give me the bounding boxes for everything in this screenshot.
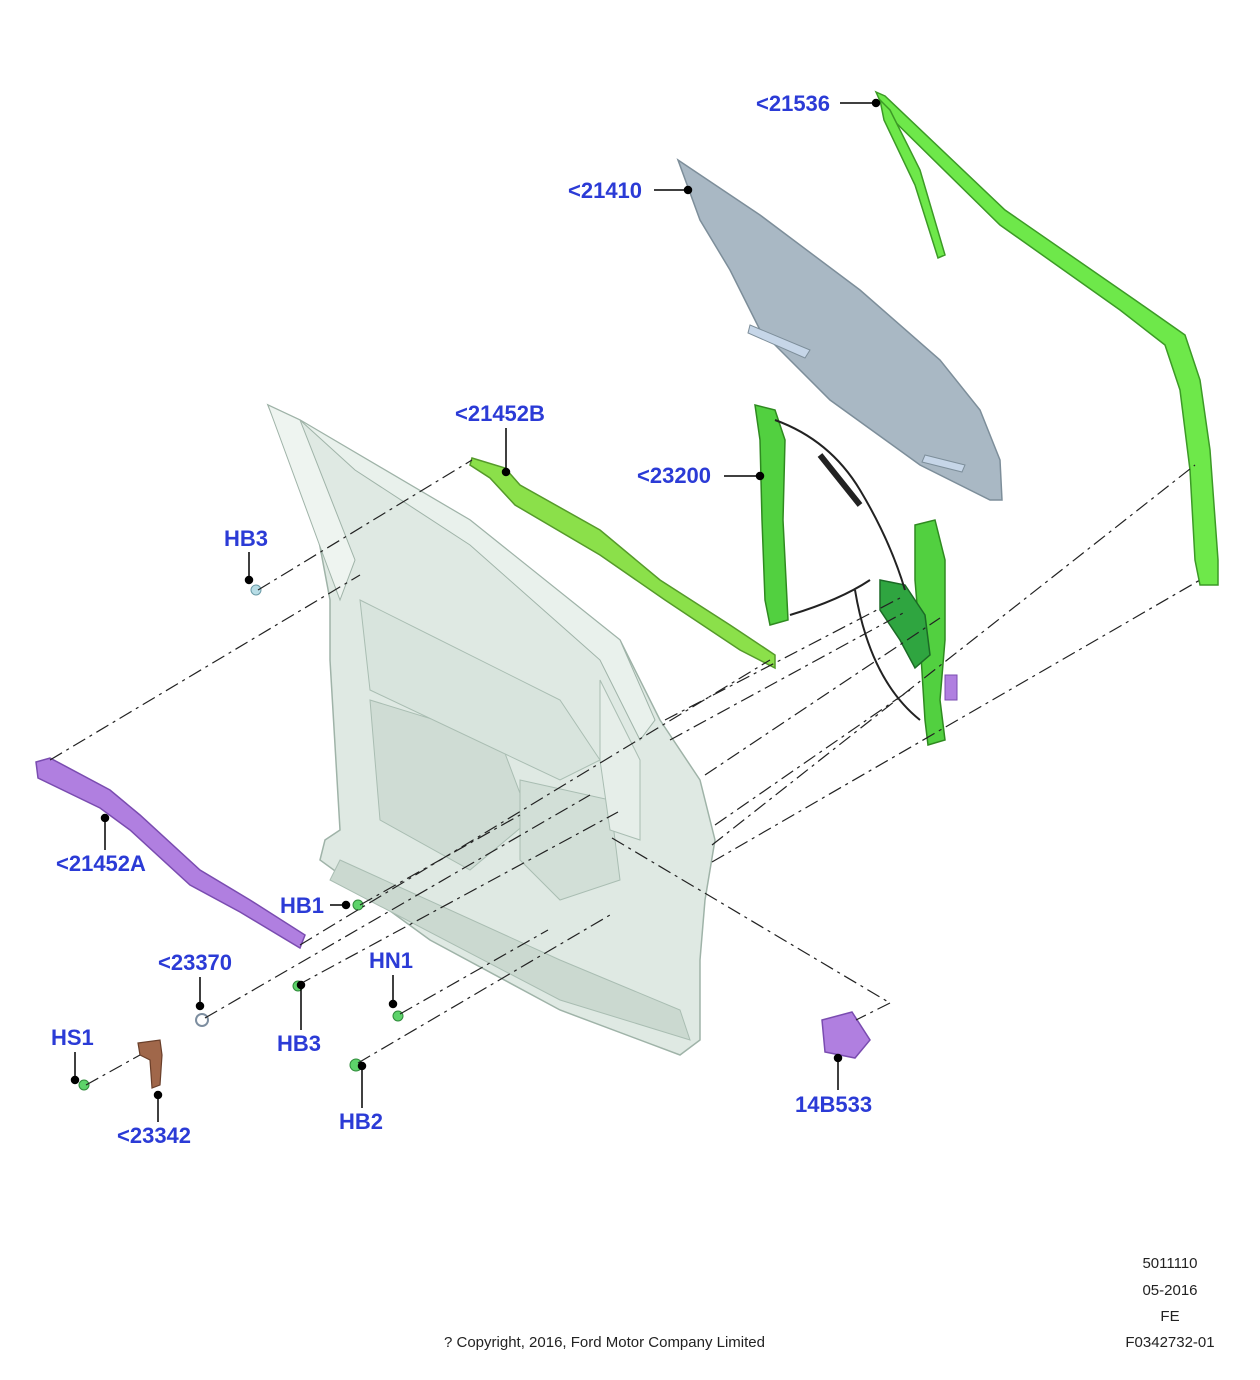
- callout-21536: <21536: [756, 91, 831, 116]
- bracket-part: [137, 1039, 163, 1089]
- callout-hb3-top: HB3: [224, 526, 269, 551]
- control-module: [821, 1011, 871, 1059]
- callout-hs1: HS1: [51, 1025, 94, 1050]
- outer-belt-weatherstrip: [35, 757, 306, 950]
- document-region: FE: [1160, 1308, 1180, 1325]
- document-number: 5011110: [1142, 1255, 1198, 1272]
- glass-run-channel: [874, 90, 1219, 586]
- callout-21410: <21410: [568, 178, 643, 203]
- callout-hn1: HN1: [369, 948, 414, 973]
- callout-hb3-bottom: HB3: [277, 1031, 322, 1056]
- callout-21452a: <21452A: [56, 851, 146, 876]
- callout-23342: <23342: [117, 1123, 192, 1148]
- callout-21452b: <21452B: [455, 401, 545, 426]
- callout-hb1: HB1: [280, 893, 325, 918]
- copyright-notice: ? Copyright, 2016, Ford Motor Company Li…: [444, 1334, 765, 1351]
- leader-lines: [70, 98, 881, 1122]
- callout-23370: <23370: [158, 950, 233, 975]
- figure-number: F0342732-01: [1125, 1334, 1215, 1351]
- window-regulator: [754, 404, 958, 746]
- document-date: 05-2016: [1142, 1282, 1198, 1299]
- door-panel: [266, 403, 716, 1056]
- assembly-lines: [49, 459, 1201, 1086]
- callout-hb2: HB2: [339, 1109, 384, 1134]
- callout-14b533: 14B533: [795, 1092, 873, 1117]
- window-glass: [676, 158, 1003, 501]
- inner-belt-weatherstrip: [469, 457, 776, 670]
- callout-23200: <23200: [637, 463, 712, 488]
